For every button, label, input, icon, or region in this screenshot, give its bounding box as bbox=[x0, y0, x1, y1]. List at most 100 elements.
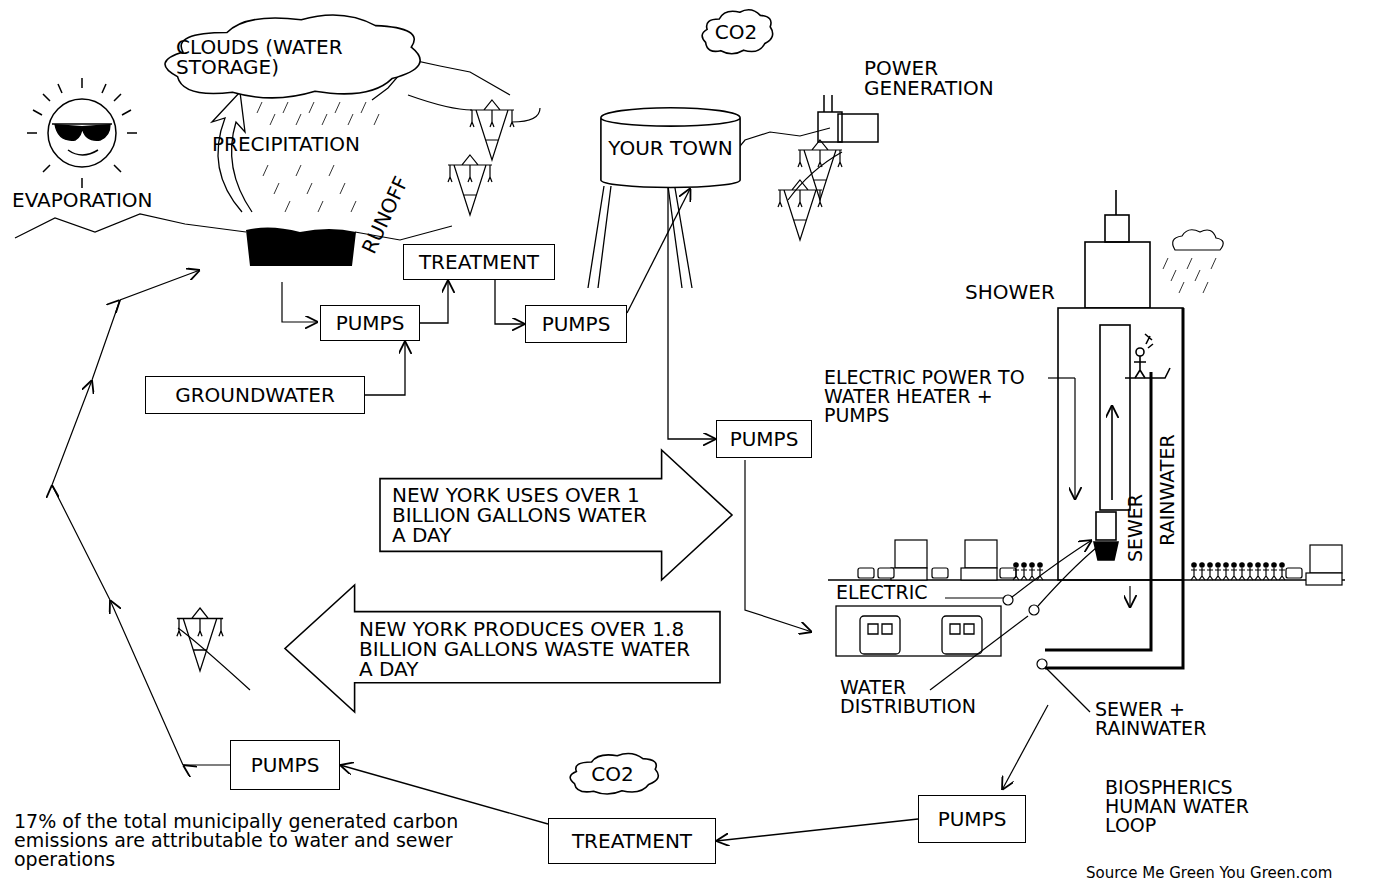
node-text: CLOUDS (WATER STORAGE) bbox=[176, 37, 425, 77]
traffic bbox=[1038, 563, 1042, 567]
sewer-flow bbox=[1129, 586, 1130, 608]
power-line-tower bbox=[448, 155, 492, 215]
node-text: NEW YORK USES OVER 1 BILLION GALLONS WAT… bbox=[392, 485, 654, 545]
skyscraper bbox=[1094, 542, 1118, 560]
rain bbox=[374, 114, 379, 125]
cloud-shape: CO2 bbox=[698, 6, 774, 58]
traffic bbox=[1014, 563, 1018, 567]
part-label: SEWER bbox=[1126, 494, 1145, 562]
rain bbox=[296, 114, 301, 125]
traffic bbox=[1231, 568, 1237, 580]
arrowL-outline bbox=[285, 585, 720, 712]
rain bbox=[318, 201, 323, 212]
traffic bbox=[1191, 568, 1197, 580]
cloud-shape: CO2 bbox=[565, 750, 660, 798]
rain bbox=[257, 102, 262, 113]
traffic bbox=[1271, 568, 1277, 580]
process-box: PUMPS bbox=[320, 305, 420, 341]
arrowL-shape: NEW YORK PRODUCES OVER 1.8 BILLION GALLO… bbox=[285, 585, 720, 712]
node-text: TREATMENT bbox=[572, 831, 692, 851]
power-line-tower bbox=[448, 155, 492, 215]
skyscraper bbox=[1145, 334, 1153, 348]
process-box: PUMPS bbox=[918, 795, 1026, 843]
traffic bbox=[1248, 563, 1252, 567]
subway bbox=[836, 606, 1001, 656]
utility-lines bbox=[1074, 378, 1075, 500]
traffic bbox=[1216, 563, 1220, 567]
traffic bbox=[1239, 568, 1245, 580]
subway bbox=[860, 616, 900, 654]
power-line-tower bbox=[470, 122, 514, 127]
utility-lines bbox=[930, 378, 1096, 712]
flow-arrow bbox=[495, 280, 525, 324]
part-label: WATER DISTRIBUTION bbox=[840, 678, 1030, 716]
flow-arrow bbox=[627, 188, 691, 313]
traffic bbox=[1021, 568, 1027, 580]
power-line-tower bbox=[470, 100, 514, 160]
terrain bbox=[15, 214, 246, 238]
rain bbox=[1171, 270, 1176, 281]
subway bbox=[836, 606, 1001, 656]
rain bbox=[296, 165, 301, 176]
node-text: PUMPS bbox=[938, 809, 1007, 829]
skyscraper bbox=[1105, 215, 1129, 242]
skyscraper bbox=[1136, 348, 1144, 356]
rain bbox=[1203, 282, 1208, 293]
part-label: RUNOFF bbox=[359, 174, 412, 257]
traffic bbox=[1013, 568, 1019, 580]
rain bbox=[1179, 282, 1184, 293]
process-box: GROUNDWATER bbox=[145, 376, 365, 414]
traffic bbox=[1232, 563, 1236, 567]
sun bbox=[68, 150, 98, 155]
traffic bbox=[1199, 568, 1205, 580]
skyscraper bbox=[1111, 405, 1113, 500]
traffic bbox=[858, 540, 1342, 585]
node-text: GROUNDWATER bbox=[175, 385, 335, 405]
arrowR-shape: NEW YORK USES OVER 1 BILLION GALLONS WAT… bbox=[380, 450, 732, 580]
skyscraper bbox=[1125, 368, 1170, 378]
node-text: PUMPS bbox=[336, 313, 405, 333]
process-box: TREATMENT bbox=[548, 818, 716, 864]
traffic bbox=[1207, 568, 1213, 580]
rain bbox=[263, 165, 268, 176]
skyscraper bbox=[1058, 308, 1183, 580]
traffic bbox=[1264, 563, 1268, 567]
traffic bbox=[878, 568, 894, 578]
part-label: BIOSPHERICS HUMAN WATER LOOP bbox=[1105, 778, 1305, 835]
utility-lines bbox=[1003, 595, 1013, 605]
flow-arrow bbox=[668, 186, 716, 439]
power-plant bbox=[838, 114, 878, 142]
node-text: TREATMENT bbox=[419, 252, 539, 272]
traffic bbox=[891, 568, 927, 580]
rain bbox=[285, 201, 290, 212]
arrowR-outline bbox=[380, 450, 732, 580]
part-label: SHOWER bbox=[965, 282, 1055, 302]
utility-lines bbox=[1046, 668, 1090, 712]
flow-arrow bbox=[420, 280, 448, 323]
traffic bbox=[1310, 545, 1342, 573]
node-text: CO2 bbox=[715, 22, 757, 42]
traffic bbox=[1192, 563, 1196, 567]
rain bbox=[307, 183, 312, 194]
rain bbox=[274, 183, 279, 194]
node-text: CO2 bbox=[591, 764, 633, 784]
traffic bbox=[1200, 563, 1204, 567]
traffic bbox=[932, 568, 948, 578]
part-label: ELECTRIC POWER TO WATER HEATER + PUMPS bbox=[824, 368, 1038, 425]
part-label: RAINWATER bbox=[1158, 434, 1177, 545]
flow-arrow bbox=[365, 341, 405, 395]
utility-lines bbox=[1048, 377, 1075, 378]
traffic bbox=[1247, 568, 1253, 580]
reservoir bbox=[246, 227, 356, 266]
part-label: SEWER + RAINWATER bbox=[1095, 700, 1255, 738]
traffic bbox=[1240, 563, 1244, 567]
tank-shape: YOUR TOWN bbox=[598, 106, 743, 190]
skyscraper bbox=[1100, 325, 1130, 510]
traffic bbox=[965, 540, 997, 568]
power-line-tower bbox=[177, 608, 223, 671]
skyscraper bbox=[1115, 190, 1117, 215]
part-label: PRECIPITATION bbox=[212, 134, 360, 154]
skyscraper bbox=[1058, 190, 1183, 580]
power-plant bbox=[818, 95, 878, 142]
traffic bbox=[1272, 563, 1276, 567]
